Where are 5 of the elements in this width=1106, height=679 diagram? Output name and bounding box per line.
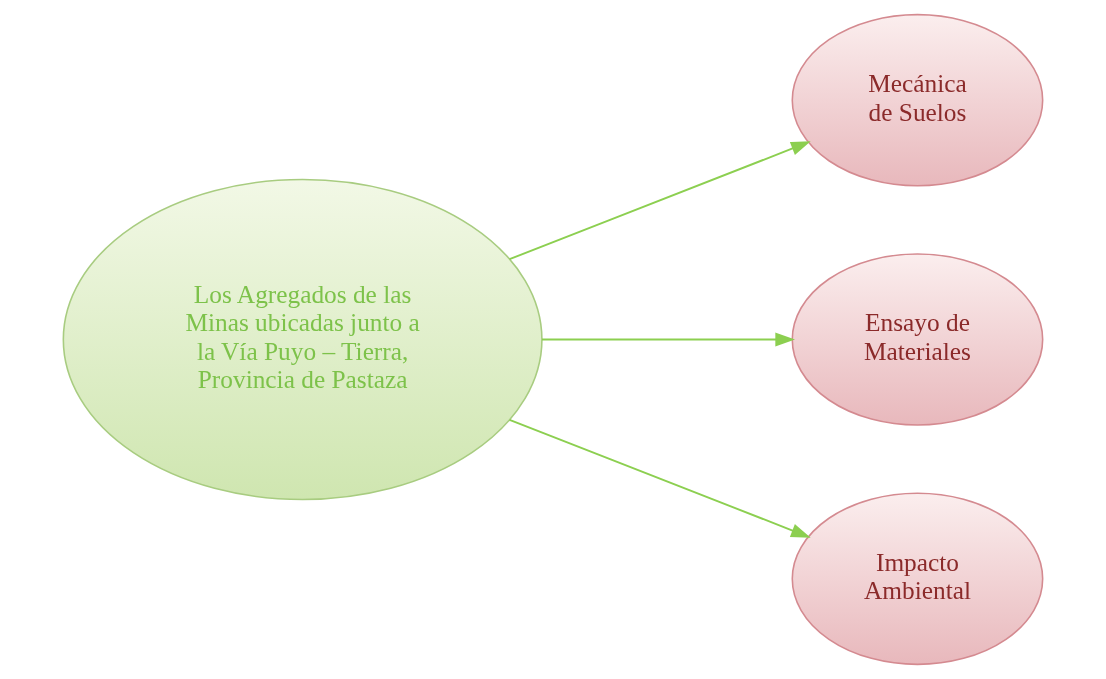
- arrow: [508, 418, 811, 538]
- node-ellipse: Los Agregados de las Minas ubicadas junto a la Vía Puyo – Tierra, Provincia de Pastaza: [62, 178, 543, 501]
- arrow: [508, 141, 811, 261]
- arrow: [541, 332, 795, 347]
- node-ellipse: Ensayo de Materiales: [791, 253, 1044, 426]
